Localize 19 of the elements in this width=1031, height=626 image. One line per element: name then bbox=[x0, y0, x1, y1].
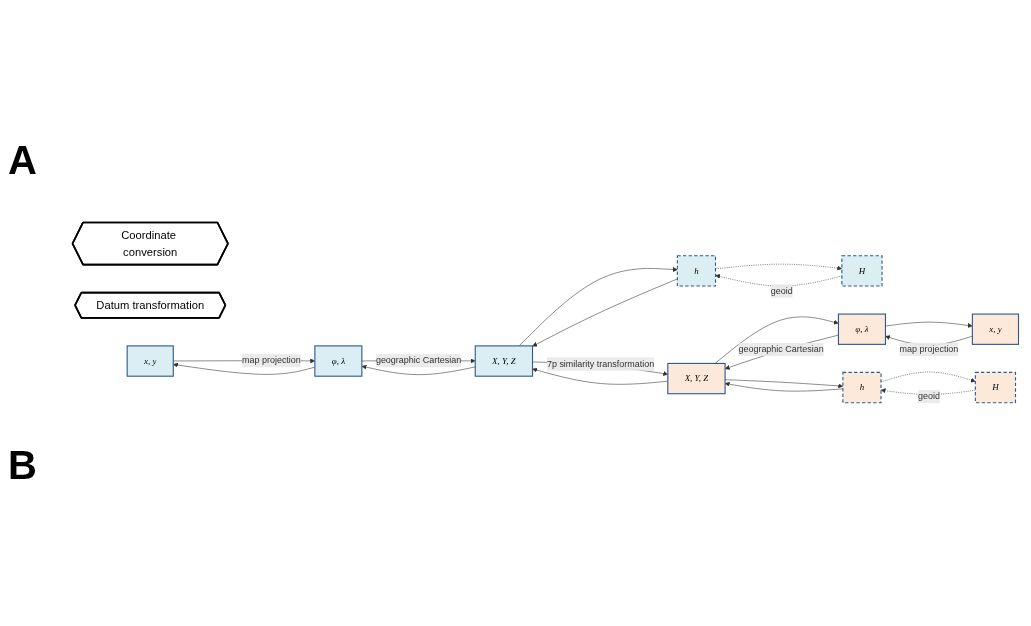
node-box: H bbox=[841, 255, 883, 287]
node-box: X, Y, Z bbox=[667, 363, 726, 395]
edge-label: geographic Cartesian bbox=[375, 355, 462, 366]
edge-label: geoid bbox=[917, 391, 940, 402]
node-box: H bbox=[974, 371, 1017, 404]
node-box: x, y bbox=[126, 345, 174, 377]
edge-label: 7p similarity transformation bbox=[546, 359, 655, 369]
node-box: h bbox=[842, 371, 882, 404]
panel-letter: B bbox=[8, 443, 38, 488]
node-box: φ, λ bbox=[837, 313, 886, 346]
edge-label: geographic Cartesian bbox=[738, 344, 824, 355]
node-box: X, Y, Z bbox=[474, 345, 534, 377]
node-box: h bbox=[676, 255, 717, 287]
node-box: x, y bbox=[971, 313, 1020, 346]
edge-label: map projection bbox=[899, 344, 959, 355]
node-box: φ, λ bbox=[314, 345, 363, 377]
edge-label: geoid bbox=[770, 286, 793, 296]
panel-letter: A bbox=[8, 138, 38, 183]
edge-label: map projection bbox=[241, 355, 301, 366]
